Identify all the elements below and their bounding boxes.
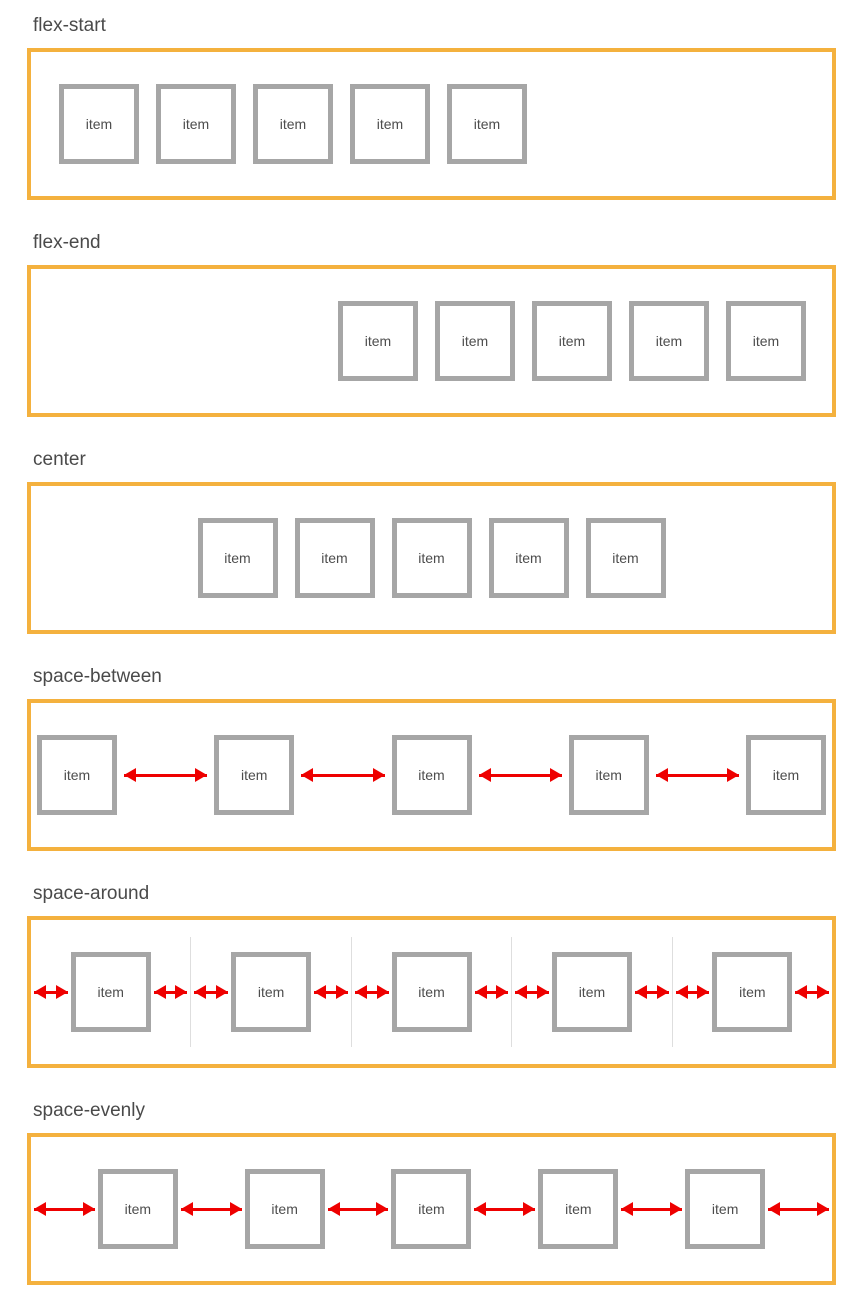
flex-item: item <box>253 84 333 164</box>
double-arrow-icon <box>655 768 740 782</box>
flex-item: item <box>97 1169 178 1249</box>
space-around-cell: item <box>512 920 671 1064</box>
flex-item: item <box>551 952 632 1032</box>
flex-item: item <box>70 952 151 1032</box>
flex-item: item <box>37 735 117 815</box>
double-arrow-icon <box>301 768 385 782</box>
double-arrow-icon <box>768 1202 829 1216</box>
cell-divider <box>671 937 673 1047</box>
flex-item: item <box>447 84 527 164</box>
double-arrow-icon <box>314 985 348 999</box>
double-arrow-icon <box>123 768 208 782</box>
flex-container-space-around: item item item item item <box>27 916 836 1068</box>
flex-item: item <box>746 735 826 815</box>
section-label-space-evenly: space-evenly <box>33 1100 145 1121</box>
section-flex-end: flex-end item item item item item <box>27 231 836 417</box>
flex-item: item <box>488 518 569 598</box>
section-label-space-between: space-between <box>33 666 162 687</box>
cell-divider <box>190 937 192 1047</box>
flex-item: item <box>231 952 312 1032</box>
double-arrow-icon <box>34 1202 95 1216</box>
double-arrow-icon <box>621 1202 683 1216</box>
double-arrow-icon <box>194 985 229 999</box>
flex-item: item <box>538 1169 619 1249</box>
flex-item: item <box>156 84 236 164</box>
flex-item: item <box>59 84 139 164</box>
double-arrow-icon <box>795 985 830 999</box>
flex-item: item <box>568 735 649 815</box>
flex-container-space-evenly: item item item item item <box>27 1133 836 1285</box>
double-arrow-icon <box>634 985 669 999</box>
double-arrow-icon <box>474 1202 536 1216</box>
double-arrow-icon <box>153 985 188 999</box>
section-flex-start: flex-start item item item item item <box>27 14 836 200</box>
double-arrow-icon <box>327 1202 389 1216</box>
double-arrow-icon <box>515 985 549 999</box>
flex-container-space-between: item item item item item <box>27 699 836 851</box>
double-arrow-icon <box>354 985 389 999</box>
section-label-center: center <box>33 449 86 470</box>
section-space-around: space-around item item item item item <box>27 882 836 1068</box>
flex-item: item <box>391 952 472 1032</box>
flex-item: item <box>244 1169 325 1249</box>
double-arrow-icon <box>474 985 509 999</box>
double-arrow-icon <box>180 1202 242 1216</box>
flex-item: item <box>532 301 612 381</box>
flex-item: item <box>585 518 666 598</box>
section-label-flex-end: flex-end <box>33 232 101 253</box>
flex-item: item <box>391 735 472 815</box>
flex-container-center: item item item item item <box>27 482 836 634</box>
flex-item: item <box>712 952 793 1032</box>
flex-item: item <box>726 301 806 381</box>
double-arrow-icon <box>478 768 563 782</box>
flex-item: item <box>391 1169 472 1249</box>
flex-item: item <box>214 735 295 815</box>
space-around-cell: item <box>352 920 511 1064</box>
cell-divider <box>511 937 513 1047</box>
flex-item: item <box>338 301 418 381</box>
section-center: center item item item item item <box>27 448 836 634</box>
space-around-cell: item <box>191 920 350 1064</box>
flex-item: item <box>350 84 430 164</box>
flex-container-flex-end: item item item item item <box>27 265 836 417</box>
section-space-evenly: space-evenly item item item item item <box>27 1099 836 1285</box>
flex-item: item <box>391 518 472 598</box>
flex-item: item <box>629 301 709 381</box>
double-arrow-icon <box>675 985 710 999</box>
flex-item: item <box>685 1169 766 1249</box>
section-label-flex-start: flex-start <box>33 15 106 36</box>
flex-item: item <box>197 518 278 598</box>
section-space-between: space-between item item item item item <box>27 665 836 851</box>
flex-item: item <box>294 518 375 598</box>
double-arrow-icon <box>34 985 68 999</box>
flex-item: item <box>435 301 515 381</box>
space-around-cell: item <box>31 920 190 1064</box>
flex-container-flex-start: item item item item item <box>27 48 836 200</box>
cell-divider <box>350 937 352 1047</box>
space-around-cell: item <box>673 920 832 1064</box>
section-label-space-around: space-around <box>33 883 150 904</box>
